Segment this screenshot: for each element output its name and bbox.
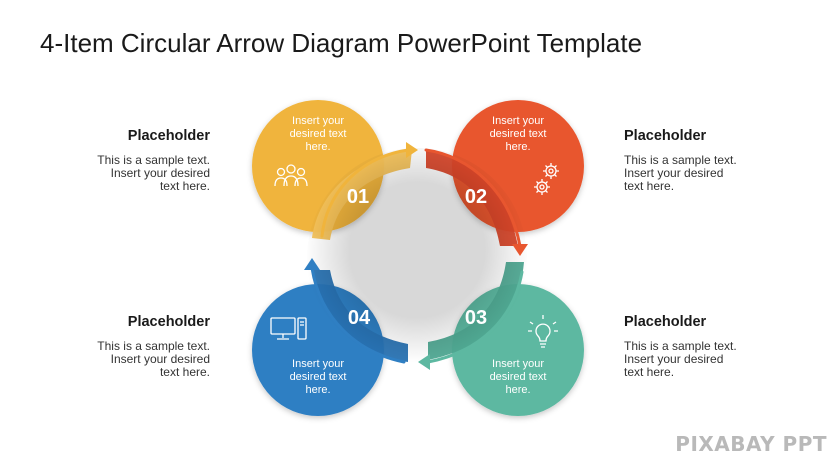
side-body-line: Insert your desired <box>624 166 724 180</box>
side-body-line: Insert your desired <box>624 352 724 366</box>
item-2-number: 02 <box>465 186 487 208</box>
arrow-3-to-4 <box>426 270 524 364</box>
arrowhead-4 <box>304 258 320 270</box>
cycle-arrows <box>310 148 524 364</box>
item-3-number: 03 <box>465 307 487 329</box>
side-heading: Placeholder <box>127 314 210 330</box>
side-label-top-right: Placeholder This is a sample text. Inser… <box>624 128 794 193</box>
watermark: PIXABAY PPT <box>675 432 827 456</box>
arrowhead-3 <box>418 354 430 370</box>
item-4-text-line: desired text <box>290 371 347 383</box>
gears-icon <box>534 163 559 195</box>
item-3-text-line: Insert your <box>492 358 544 370</box>
side-label-bottom-right: Placeholder This is a sample text. Inser… <box>624 314 794 379</box>
item-2-text-line: desired text <box>490 128 547 140</box>
arrow-1-to-2 <box>320 148 410 238</box>
arrow-4-to-1 <box>310 266 406 364</box>
side-body-line: This is a sample text. <box>624 339 737 353</box>
item-1-number: 01 <box>347 186 369 208</box>
side-body-line: text here. <box>624 365 675 379</box>
side-label-top-left: Placeholder This is a sample text. Inser… <box>40 128 210 193</box>
center-shade <box>307 148 527 368</box>
item-2-text-line: Insert your <box>492 115 544 127</box>
side-label-bottom-left: Placeholder This is a sample text. Inser… <box>40 314 210 379</box>
arrow-2-to-3 <box>424 148 522 248</box>
item-texts: Insert your desired text here. Insert yo… <box>290 115 547 396</box>
side-body-line: Insert your desired <box>110 166 210 180</box>
item-2-text-line: here. <box>505 141 530 153</box>
arrowhead-2 <box>512 244 528 256</box>
item-1-text-line: Insert your <box>292 115 344 127</box>
side-body-line: text here. <box>159 365 210 379</box>
arrowhead-1 <box>406 142 418 158</box>
side-body-line: text here. <box>624 179 675 193</box>
side-body-line: text here. <box>159 179 210 193</box>
computer-icon <box>270 317 307 340</box>
side-body-line: This is a sample text. <box>97 153 210 167</box>
item-4-text-line: here. <box>305 384 330 396</box>
item-4-number: 04 <box>348 307 371 329</box>
side-heading: Placeholder <box>127 128 210 144</box>
item-4-text-line: Insert your <box>292 358 344 370</box>
item-1-text-line: here. <box>305 141 330 153</box>
item-3-text-line: here. <box>505 384 530 396</box>
side-heading: Placeholder <box>624 128 707 144</box>
side-body-line: This is a sample text. <box>97 339 210 353</box>
side-heading: Placeholder <box>624 314 707 330</box>
side-body-line: Insert your desired <box>110 352 210 366</box>
page-title: 4-Item Circular Arrow Diagram PowerPoint… <box>40 28 643 58</box>
item-1-text-line: desired text <box>290 128 347 140</box>
item-3-text-line: desired text <box>490 371 547 383</box>
lightbulb-icon <box>528 315 558 348</box>
side-body-line: This is a sample text. <box>624 153 737 167</box>
people-icon <box>274 164 308 187</box>
